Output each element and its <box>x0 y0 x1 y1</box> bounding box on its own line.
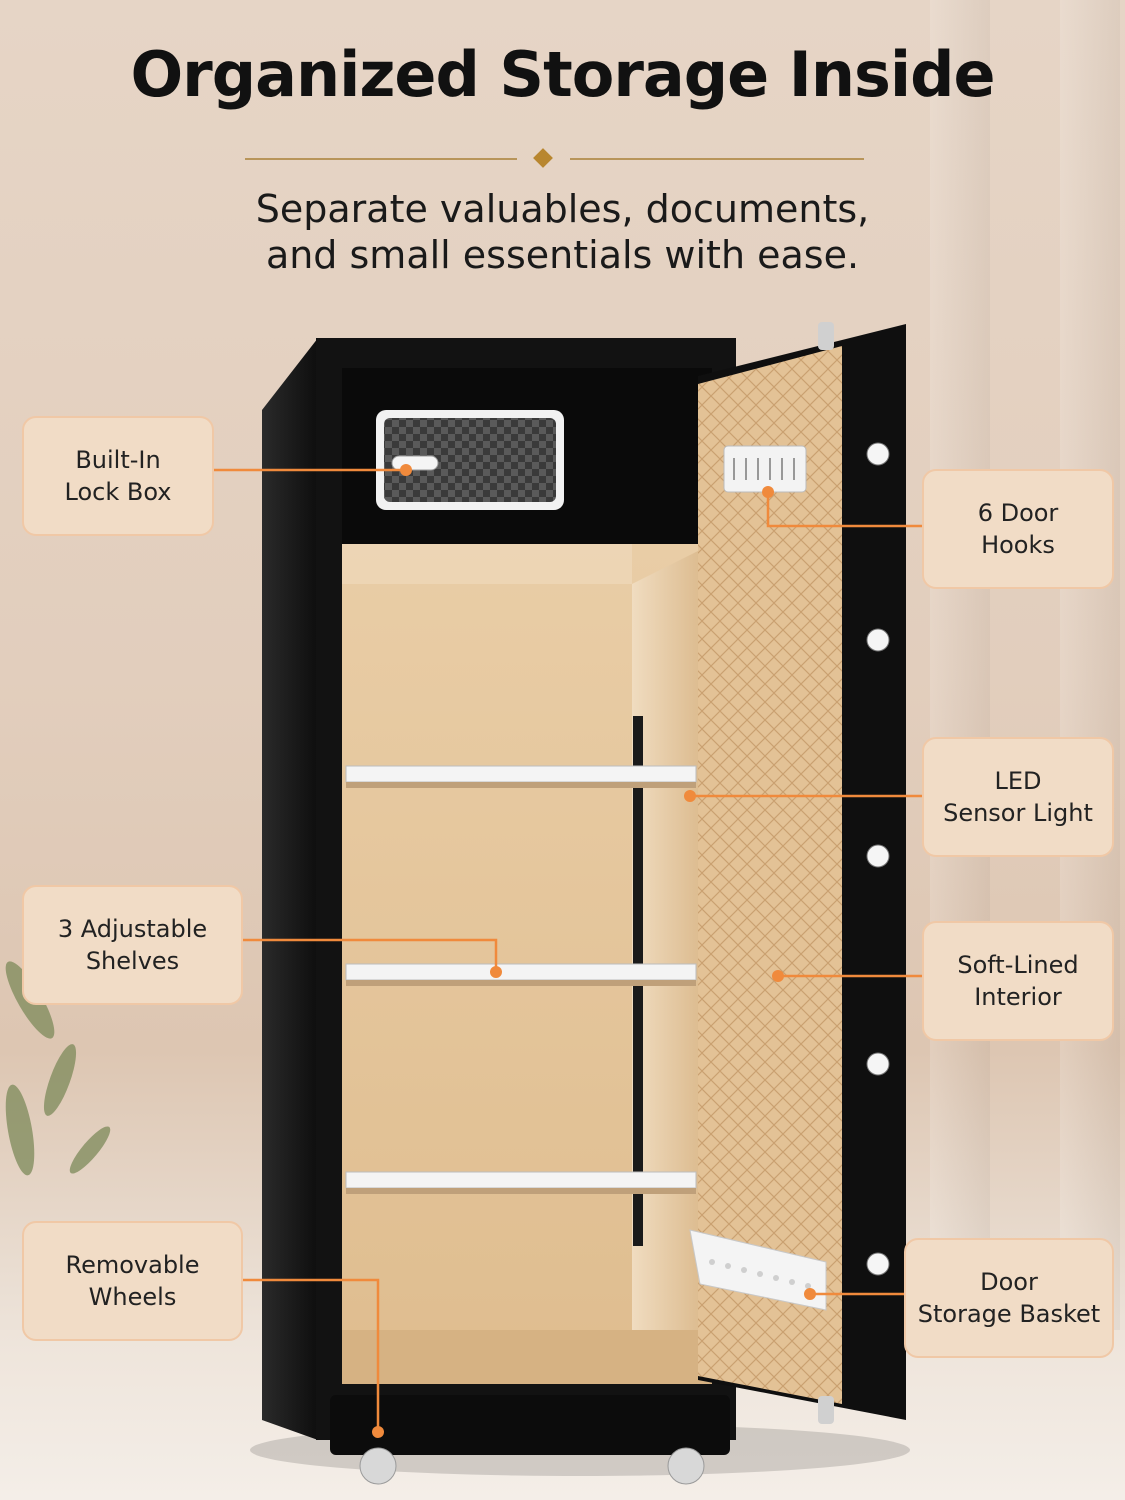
callout-text: Wheels <box>88 1283 177 1311</box>
page-subtitle: Separate valuables, documents, and small… <box>0 186 1125 278</box>
callout-shelves: 3 Adjustable Shelves <box>22 885 243 1005</box>
callout-led-light: LED Sensor Light <box>922 737 1114 857</box>
leader-dots <box>372 464 816 1438</box>
hook-icon <box>733 458 795 480</box>
callout-text: Soft-Lined <box>957 951 1079 979</box>
locking-bolt-icon <box>866 1052 890 1076</box>
callout-text: LED <box>994 767 1042 795</box>
leader-lines <box>214 468 922 1430</box>
callout-text: Sensor Light <box>943 799 1093 827</box>
callout-soft-lined: Soft-Lined Interior <box>922 921 1114 1041</box>
page-title: Organized Storage Inside <box>130 38 995 111</box>
callout-text: 3 Adjustable <box>57 915 208 943</box>
wheel-icon <box>667 1447 705 1485</box>
interior-floor <box>342 1330 712 1384</box>
callout-text: Door <box>980 1268 1038 1296</box>
subtitle-line-2: and small essentials with ease. <box>265 233 860 277</box>
callout-text: Hooks <box>981 531 1055 559</box>
callout-door-hooks: 6 Door Hooks <box>922 469 1114 589</box>
basket-vent-pattern <box>709 1259 811 1289</box>
callout-text: Built-In <box>75 446 161 474</box>
callout-text: Removable <box>65 1251 200 1279</box>
shelf <box>345 765 697 783</box>
wall-panel <box>930 0 990 1330</box>
callout-text: Shelves <box>85 947 180 975</box>
interior-ceiling <box>342 544 632 584</box>
divider-line-left <box>245 158 517 160</box>
locking-bolt-icon <box>866 844 890 868</box>
safe-side-panel <box>262 338 318 1440</box>
hinge-pin <box>818 1396 834 1424</box>
callout-text: Storage Basket <box>917 1300 1101 1328</box>
shelf <box>345 1171 697 1189</box>
wheel-icon <box>359 1447 397 1485</box>
shelf-shadow <box>346 1188 696 1194</box>
wall-panel <box>1060 0 1120 1330</box>
shelf <box>345 963 697 981</box>
locking-bolt-icon <box>866 628 890 652</box>
subtitle-line-1: Separate valuables, documents, <box>255 187 870 231</box>
door-lining <box>698 346 842 1404</box>
callout-text: 6 Door <box>977 499 1059 527</box>
hinge-pin <box>818 322 834 350</box>
lock-box-face <box>384 418 556 502</box>
divider-line-right <box>570 158 864 160</box>
callout-text: Interior <box>974 983 1062 1011</box>
callout-text: Lock Box <box>64 478 172 506</box>
callout-lock-box: Built-In Lock Box <box>22 416 214 536</box>
safe-base <box>330 1395 730 1455</box>
callout-door-basket: Door Storage Basket <box>904 1238 1114 1358</box>
shelf-shadow <box>346 980 696 986</box>
door-basket <box>689 1229 827 1311</box>
shelf-shadow <box>346 782 696 788</box>
locking-bolt-icon <box>866 1252 890 1276</box>
callout-wheels: Removable Wheels <box>22 1221 243 1341</box>
locking-bolt-icon <box>866 442 890 466</box>
lock-box-handle-icon <box>391 455 439 471</box>
